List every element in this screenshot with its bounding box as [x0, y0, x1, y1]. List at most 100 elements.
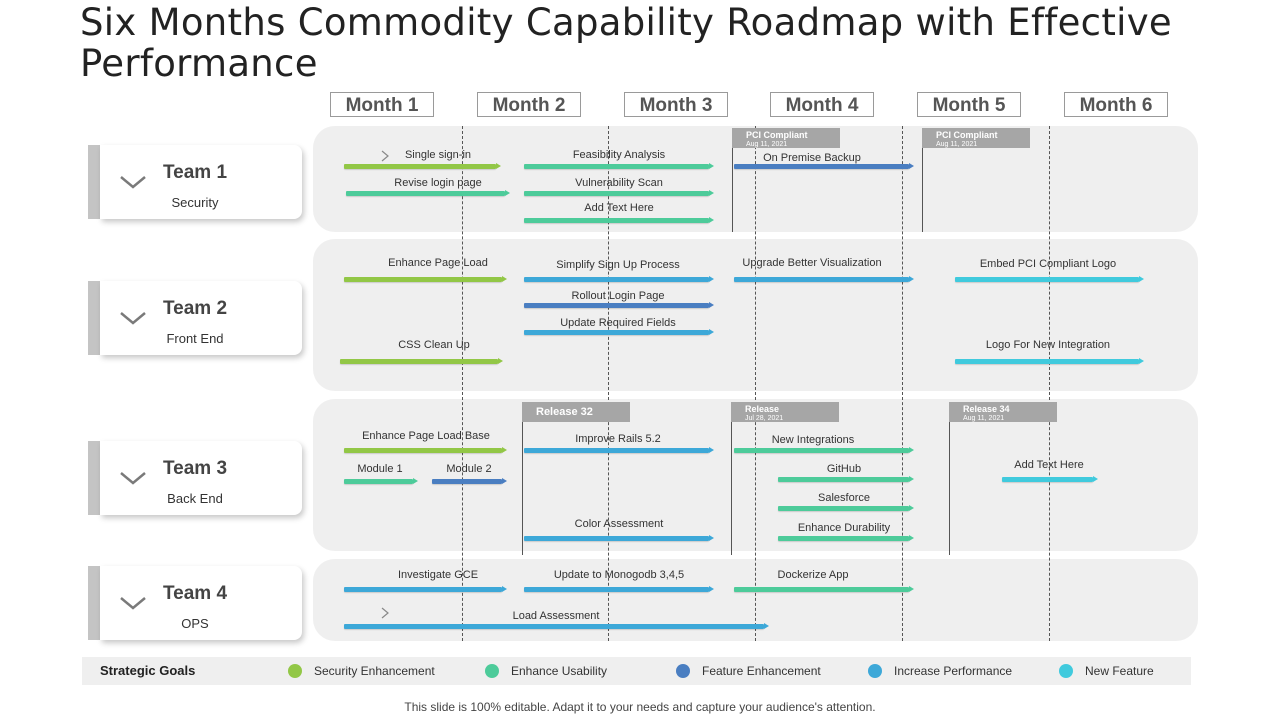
- task-arrow-head: [909, 447, 914, 453]
- task-bar[interactable]: [524, 303, 709, 308]
- task-arrow-head: [709, 302, 714, 308]
- chevron-down-icon[interactable]: [118, 589, 148, 619]
- task-bar[interactable]: [734, 277, 909, 282]
- task-arrow-head: [709, 586, 714, 592]
- month-header: Month 3: [624, 92, 728, 117]
- task-bar[interactable]: [524, 587, 709, 592]
- team-2-accent: [88, 281, 100, 355]
- task-bar[interactable]: [778, 536, 909, 541]
- milestone-date: Aug 11, 2021: [746, 141, 788, 148]
- task-bar[interactable]: [1002, 477, 1093, 482]
- task-bar[interactable]: [524, 277, 709, 282]
- month-header: Month 1: [330, 92, 434, 117]
- task-bar[interactable]: [340, 359, 498, 364]
- task-label: Single sign-in: [404, 149, 472, 161]
- task-label: Load Assessment: [512, 610, 600, 622]
- task-arrow-head: [709, 217, 714, 223]
- task-label: Color Assessment: [574, 518, 664, 530]
- legend-item: Increase Performance: [868, 657, 1012, 685]
- chevron-down-icon[interactable]: [118, 168, 148, 198]
- task-bar[interactable]: [778, 477, 909, 482]
- task-bar[interactable]: [955, 277, 1139, 282]
- team-4-accent: [88, 566, 100, 640]
- milestone-flag: Release 32: [522, 402, 630, 422]
- task-arrow-head: [709, 190, 714, 196]
- month-divider: [902, 126, 903, 641]
- milestone-label: Release: [745, 404, 780, 414]
- milestone-flag: Release Jul 28, 2021: [731, 402, 839, 422]
- chevron-right-icon: [381, 607, 389, 619]
- legend-item: Feature Enhancement: [676, 657, 821, 685]
- task-arrow-head: [496, 163, 501, 169]
- task-label: Salesforce: [818, 492, 870, 504]
- milestone-flag: PCI Compliant Aug 11, 2021: [732, 128, 840, 148]
- team-1-accent: [88, 145, 100, 219]
- task-bar[interactable]: [524, 536, 709, 541]
- task-label: Logo For New Integration: [985, 339, 1111, 351]
- month-header: Month 4: [770, 92, 874, 117]
- legend: Strategic Goals Security Enhancement Enh…: [82, 657, 1191, 685]
- task-label: CSS Clean Up: [398, 339, 470, 351]
- team-name: Team 2: [162, 298, 228, 319]
- task-arrow-head: [505, 190, 510, 196]
- task-bar[interactable]: [432, 479, 502, 484]
- team-name: Team 3: [162, 458, 228, 479]
- task-bar[interactable]: [524, 218, 709, 223]
- task-arrow-head: [709, 447, 714, 453]
- milestone-flag: Release 34 Aug 11, 2021: [949, 402, 1057, 422]
- task-bar[interactable]: [524, 164, 709, 169]
- milestone-label: PCI Compliant: [746, 130, 808, 140]
- task-bar[interactable]: [344, 587, 502, 592]
- legend-item: Security Enhancement: [288, 657, 435, 685]
- task-label: On Premise Backup: [763, 152, 861, 164]
- legend-title: Strategic Goals: [100, 663, 196, 678]
- task-bar[interactable]: [346, 191, 505, 196]
- task-arrow-head: [413, 478, 418, 484]
- milestone-flag: PCI Compliant Aug 11, 2021: [922, 128, 1030, 148]
- milestone-line: [949, 402, 950, 555]
- task-bar[interactable]: [524, 330, 709, 335]
- task-label: Update Required Fields: [560, 317, 676, 329]
- team-3-card[interactable]: [100, 441, 302, 515]
- task-label: Module 2: [446, 463, 492, 475]
- task-label: Enhance Durability: [797, 522, 891, 534]
- task-bar[interactable]: [734, 164, 909, 169]
- task-arrow-head: [764, 623, 769, 629]
- team-2-card[interactable]: [100, 281, 302, 355]
- legend-item: New Feature: [1059, 657, 1154, 685]
- milestone-label: PCI Compliant: [936, 130, 998, 140]
- legend-item: Enhance Usability: [485, 657, 607, 685]
- task-arrow-head: [498, 358, 503, 364]
- task-bar[interactable]: [344, 479, 413, 484]
- task-arrow-head: [909, 505, 914, 511]
- task-bar[interactable]: [734, 587, 909, 592]
- chevron-down-icon[interactable]: [118, 304, 148, 334]
- milestone-line: [922, 128, 923, 232]
- legend-label: Feature Enhancement: [702, 664, 821, 678]
- chevron-down-icon[interactable]: [118, 464, 148, 494]
- month-divider: [608, 126, 609, 641]
- footer-note: This slide is 100% editable. Adapt it to…: [404, 700, 876, 714]
- team-4-card[interactable]: [100, 566, 302, 640]
- task-arrow-head: [909, 535, 914, 541]
- task-bar[interactable]: [955, 359, 1139, 364]
- team-1-card[interactable]: [100, 145, 302, 219]
- legend-dot: [485, 664, 499, 678]
- task-bar[interactable]: [524, 448, 709, 453]
- task-arrow-head: [709, 163, 714, 169]
- task-bar[interactable]: [344, 624, 764, 629]
- task-label: Embed PCI Compliant Logo: [979, 258, 1117, 270]
- task-arrow-head: [502, 586, 507, 592]
- task-bar[interactable]: [734, 448, 909, 453]
- task-label: Module 1: [357, 463, 403, 475]
- task-bar[interactable]: [524, 191, 709, 196]
- task-arrow-head: [909, 476, 914, 482]
- task-arrow-head: [1139, 358, 1144, 364]
- legend-label: Increase Performance: [894, 664, 1013, 678]
- legend-label: Enhance Usability: [511, 664, 608, 678]
- task-bar[interactable]: [344, 277, 502, 282]
- task-bar[interactable]: [344, 164, 496, 169]
- task-bar[interactable]: [778, 506, 909, 511]
- task-arrow-head: [1139, 276, 1144, 282]
- task-bar[interactable]: [344, 448, 502, 453]
